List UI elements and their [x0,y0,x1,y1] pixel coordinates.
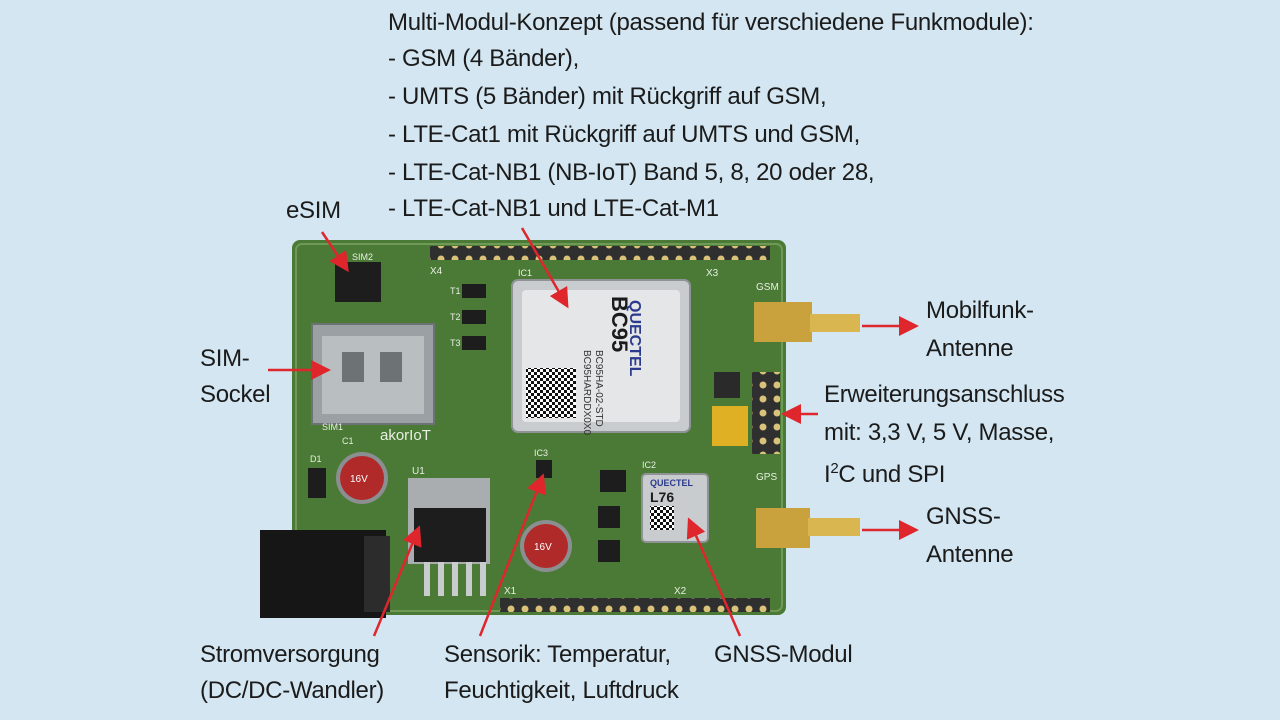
silk-ic3: IC3 [534,448,548,458]
silk-brand: akorIoT [380,427,431,444]
silk-ic2: IC2 [642,460,656,470]
silk-t2: T2 [450,312,461,322]
label-i2c-pre: I [824,461,831,488]
label-erweiterung-line3: I2C und SPI [824,454,945,490]
inductor [714,372,740,398]
expansion-header [752,372,780,454]
concept-item-nbiot: - LTE-Cat-NB1 (NB-IoT) Band 5, 8, 20 ode… [388,159,875,186]
ic-small-3 [598,540,620,562]
concept-item-ltecat1: - LTE-Cat1 mit Rückgriff auf UMTS und GS… [388,121,860,148]
cap2-text: 16V [534,542,552,553]
silk-gps: GPS [756,472,777,483]
diode-d1 [308,468,326,498]
module-qr-code [526,368,576,418]
silk-sim1: SIM1 [322,422,343,432]
silk-ic1: IC1 [518,268,532,278]
label-esim: eSIM [286,197,341,224]
label-i2c-post: C und SPI [838,461,946,488]
label-strom-line1: Stromversorgung [200,641,380,668]
label-sim-line2: Sockel [200,381,271,408]
silk-x4: X4 [430,266,443,277]
gnss-antenna-base [756,508,810,548]
label-i2c-sup: 2 [830,460,839,477]
label-gnss-modul: GNSS-Modul [714,641,853,668]
gsm-sma-connector [810,314,860,332]
silk-c1: C1 [342,436,354,446]
gnss-sma-connector [808,518,860,536]
gsm-antenna-base [754,302,812,342]
label-erweiterung-line1: Erweiterungsanschluss [824,381,1065,408]
label-sensorik-line2: Feuchtigkeit, Luftdruck [444,677,679,704]
esim-chip [335,262,381,302]
tantalum-capacitor [712,406,748,446]
concept-title: Multi-Modul-Konzept (passend für verschi… [388,9,1034,36]
label-erweiterung-line2: mit: 3,3 V, 5 V, Masse, [824,419,1055,446]
gnss-brand: QUECTEL [650,478,694,488]
dcdc-regulator [414,508,486,562]
silk-t1: T1 [450,286,461,296]
silk-x1: X1 [504,586,517,597]
header-x1-x2 [500,598,770,612]
concept-item-catm1: - LTE-Cat-NB1 und LTE-Cat-M1 [388,195,719,222]
arrow-sensorik [478,473,546,637]
sensor-chip [536,460,552,478]
header-x4-x3 [430,246,770,260]
arrow-esim [320,231,349,273]
arrow-gnss-modul [686,517,742,637]
gnss-model: L76 [650,489,674,505]
transistor-t3 [462,336,486,350]
label-mobilfunk-line1: Mobilfunk- [926,297,1034,324]
label-mobilfunk-line2: Antenne [926,335,1014,362]
transistor-t2 [462,310,486,324]
label-sensorik-line1: Sensorik: Temperatur, [444,641,671,668]
module-model: BC95 [607,296,632,352]
ic-small-1 [600,470,626,492]
transistor-t1 [462,284,486,298]
ic-small-2 [598,506,620,528]
concept-item-umts: - UMTS (5 Bänder) mit Rückgriff auf GSM, [388,83,827,110]
silk-u1: U1 [412,466,425,477]
label-gnss-antenne-line2: Antenne [926,541,1014,568]
label-sim-line1: SIM- [200,345,250,372]
arrow-radio-module [520,227,569,309]
label-gnss-antenne-line1: GNSS- [926,503,1001,530]
silk-sim2: SIM2 [352,252,373,262]
module-line1: BC95HA-02-STD [593,350,604,427]
silk-x2: X2 [674,586,687,597]
concept-item-gsm: - GSM (4 Bänder), [388,45,579,72]
module-brand: QUECTEL [626,300,643,377]
silk-x3: X3 [706,268,719,279]
arrow-stromversorgung [372,525,422,637]
cap1-text: 16V [350,474,368,485]
label-strom-line2: (DC/DC-Wandler) [200,677,384,704]
silk-gsm: GSM [756,282,779,293]
module-line2: BC95HARDDX0X0 [581,350,592,435]
silk-t3: T3 [450,338,461,348]
silk-d1: D1 [310,454,322,464]
